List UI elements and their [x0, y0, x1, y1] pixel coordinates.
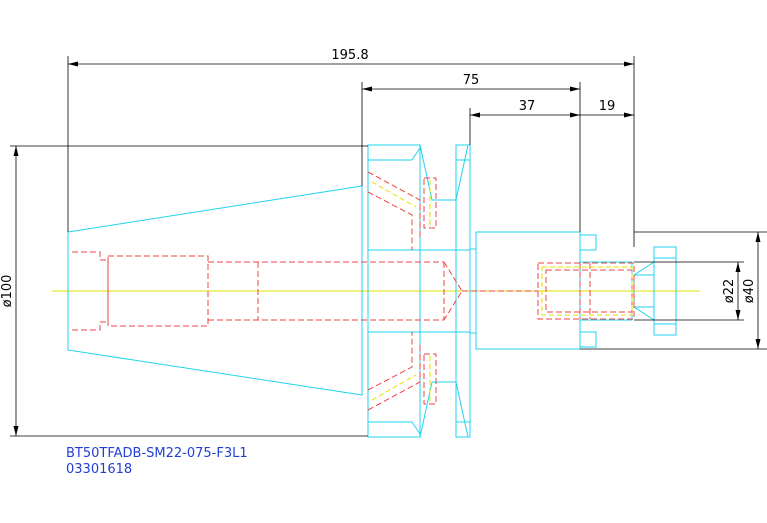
nose-diameter-dimension: ø40 — [742, 279, 757, 304]
bore-diameter-dimension: ø22 — [722, 279, 737, 304]
hidden-features — [72, 171, 635, 411]
taper-diameter-dimension: ø100 — [0, 275, 15, 308]
coolant-channel-fill — [371, 180, 633, 402]
holder-outline — [67, 144, 677, 438]
nose-length-dimension: 37 — [519, 99, 536, 114]
part-code: BT50TFADB-SM22-075-F3L1 — [66, 446, 248, 461]
collet-length-dimension: 19 — [599, 99, 616, 114]
body-length-dimension: 75 — [463, 73, 480, 88]
dimension-arrows — [13, 61, 761, 436]
dimension-lines — [10, 56, 767, 437]
overall-length-dimension: 195.8 — [331, 48, 368, 63]
part-serial: 03301618 — [66, 462, 132, 477]
